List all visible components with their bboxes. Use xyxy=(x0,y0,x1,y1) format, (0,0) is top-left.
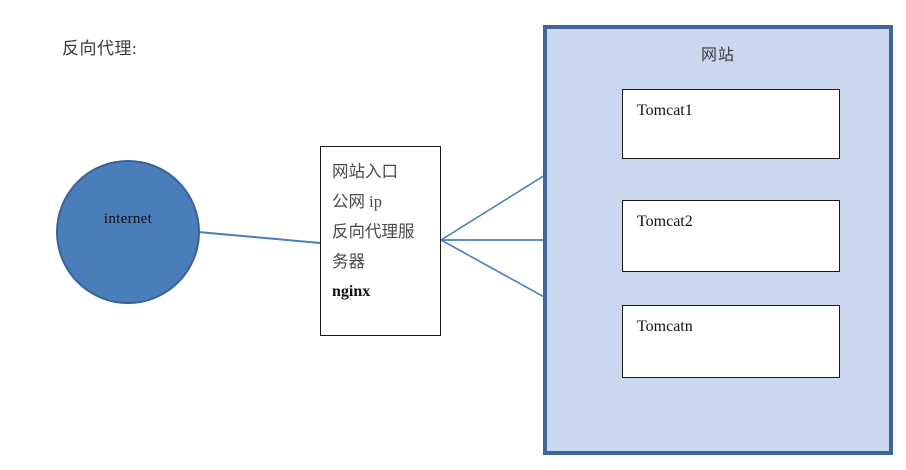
proxy-line-reverse-proxy-2: 务器 xyxy=(332,252,365,271)
internet-node[interactable]: internet xyxy=(56,160,200,304)
proxy-line-public-ip: 公网 ip xyxy=(332,192,382,211)
proxy-line-entry: 网站入口 xyxy=(332,162,398,181)
tomcat-node-1[interactable]: Tomcat1 xyxy=(622,89,840,159)
edge-internet-to-proxy xyxy=(197,231,321,244)
tomcat-node-n[interactable]: Tomcatn xyxy=(622,305,840,378)
diagram-title: 反向代理: xyxy=(62,39,138,58)
tomcat-label: Tomcat1 xyxy=(637,102,693,119)
proxy-line-reverse-proxy-1: 反向代理服 xyxy=(332,222,415,241)
website-panel-title: 网站 xyxy=(700,47,735,64)
internet-label: internet xyxy=(103,210,153,227)
tomcat-label: Tomcat2 xyxy=(637,213,693,230)
tomcat-label: Tomcatn xyxy=(637,318,693,335)
proxy-line-nginx: nginx xyxy=(332,283,371,300)
reverse-proxy-node[interactable]: 网站入口 公网 ip 反向代理服 务器 nginx xyxy=(320,146,441,336)
tomcat-node-2[interactable]: Tomcat2 xyxy=(622,200,840,272)
